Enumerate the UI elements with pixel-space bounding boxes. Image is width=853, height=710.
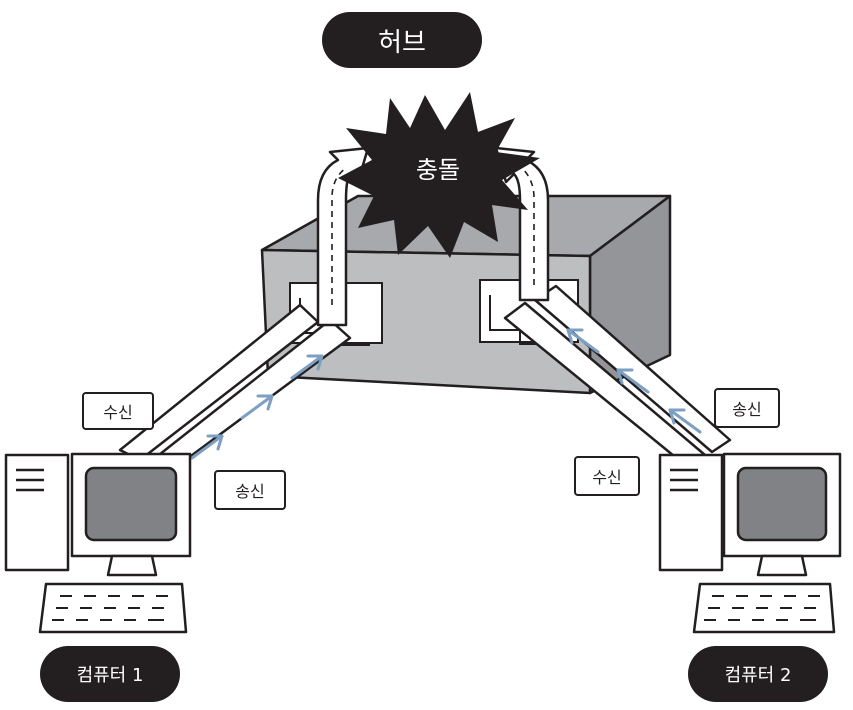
screen-1 (84, 466, 178, 542)
right-uplink-arrow (494, 146, 550, 302)
computer-1-label-text: 컴퓨터 1 (76, 665, 144, 686)
computer-2-label: 컴퓨터 2 (688, 646, 828, 702)
receive-label-text: 수신 (103, 403, 133, 422)
receive-label-computer-2: 수신 (574, 456, 640, 496)
hub-label-text: 허브 (378, 27, 426, 58)
computer-2 (658, 452, 842, 634)
send-signal-arrows-left (190, 354, 324, 460)
send-label-computer-1: 송신 (214, 470, 286, 510)
send-label-computer-2: 송신 (714, 388, 780, 428)
send-signal-arrows-right (566, 328, 702, 434)
collision-burst (338, 92, 540, 258)
tower-1 (4, 453, 70, 572)
screen-2 (736, 466, 828, 542)
tower-2 (658, 453, 724, 572)
computer-1 (4, 452, 192, 634)
send-label-text: 송신 (732, 400, 762, 419)
computer-2-label-text: 컴퓨터 2 (724, 665, 792, 686)
receive-label-computer-1: 수신 (82, 392, 154, 430)
computer-1-label: 컴퓨터 1 (40, 646, 180, 702)
receive-label-text: 수신 (592, 468, 622, 487)
hub-label: 허브 (322, 12, 482, 68)
send-label-text: 송신 (235, 482, 265, 501)
collision-label: 충돌 (415, 156, 461, 184)
